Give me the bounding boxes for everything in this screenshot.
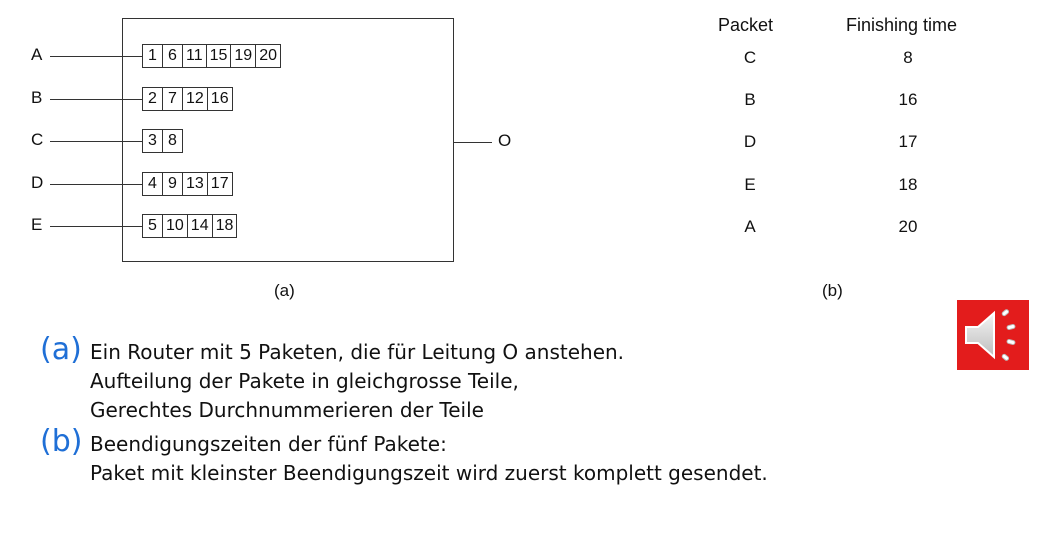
input-label: A [31, 45, 43, 64]
packet-cell: 20 [255, 44, 281, 68]
input-label: B [31, 88, 43, 107]
packet-cell: 1 [142, 44, 163, 68]
table-cell-packet: B [744, 90, 756, 109]
input-label: C [31, 130, 44, 149]
caption-b: (b) [822, 281, 843, 300]
table-cell-packet: D [743, 132, 757, 151]
packet-cell: 15 [205, 44, 232, 68]
note-b-line: Beendigungszeiten der fünf Pakete: [90, 432, 447, 456]
packet-cell: 12 [182, 87, 208, 111]
packet-cell: 3 [142, 129, 163, 153]
note-a-tag: (a) [40, 332, 82, 367]
packet-cell: 5 [142, 214, 163, 238]
note-b-line: Paket mit kleinster Beendigungszeit wird… [90, 461, 768, 485]
table-cell-time: 18 [898, 175, 918, 194]
packet-cell: 14 [186, 214, 213, 238]
input-line [50, 141, 142, 142]
table-cell-time: 16 [898, 90, 918, 109]
packet-cell: 6 [162, 44, 183, 68]
note-a-line: Gerechtes Durchnummerieren der Teile [90, 398, 484, 422]
speaker-glyph [965, 309, 1016, 361]
speaker-icon[interactable] [957, 300, 1029, 370]
note-a-line: Ein Router mit 5 Paketen, die für Leitun… [90, 340, 625, 364]
packet-cell: 17 [206, 172, 233, 196]
table-cell-time: 8 [903, 48, 913, 67]
packet-cell: 9 [162, 172, 183, 196]
output-line [454, 142, 492, 143]
packet-cell: 19 [230, 44, 257, 68]
table-cell-packet: C [743, 48, 757, 67]
input-label: D [31, 173, 44, 192]
table-cell-packet: E [744, 175, 756, 194]
router-box [122, 18, 454, 262]
input-line [50, 99, 142, 100]
input-line [50, 56, 142, 57]
packet-cell: 11 [182, 44, 207, 68]
output-label: O [498, 131, 512, 150]
packet-cell: 13 [182, 172, 208, 196]
caption-a: (a) [274, 281, 295, 300]
packet-cell: 7 [162, 87, 183, 111]
table-cell-time: 20 [898, 217, 918, 236]
note-a-line: Aufteilung der Pakete in gleichgrosse Te… [90, 369, 519, 393]
packet-cell: 8 [162, 129, 183, 153]
packet-cell: 16 [206, 87, 233, 111]
input-line [50, 226, 142, 227]
table-cell-time: 17 [898, 132, 918, 151]
packet-cell: 2 [142, 87, 163, 111]
table-header-packet: Packet [718, 15, 774, 35]
note-b-tag: (b) [40, 424, 83, 459]
packet-cell: 4 [142, 172, 163, 196]
input-line [50, 184, 142, 185]
input-label: E [31, 215, 43, 234]
table-header-finishing-time: Finishing time [846, 15, 958, 35]
packet-cell: 18 [211, 214, 238, 238]
table-cell-packet: A [744, 217, 756, 236]
packet-cell: 10 [162, 214, 188, 238]
